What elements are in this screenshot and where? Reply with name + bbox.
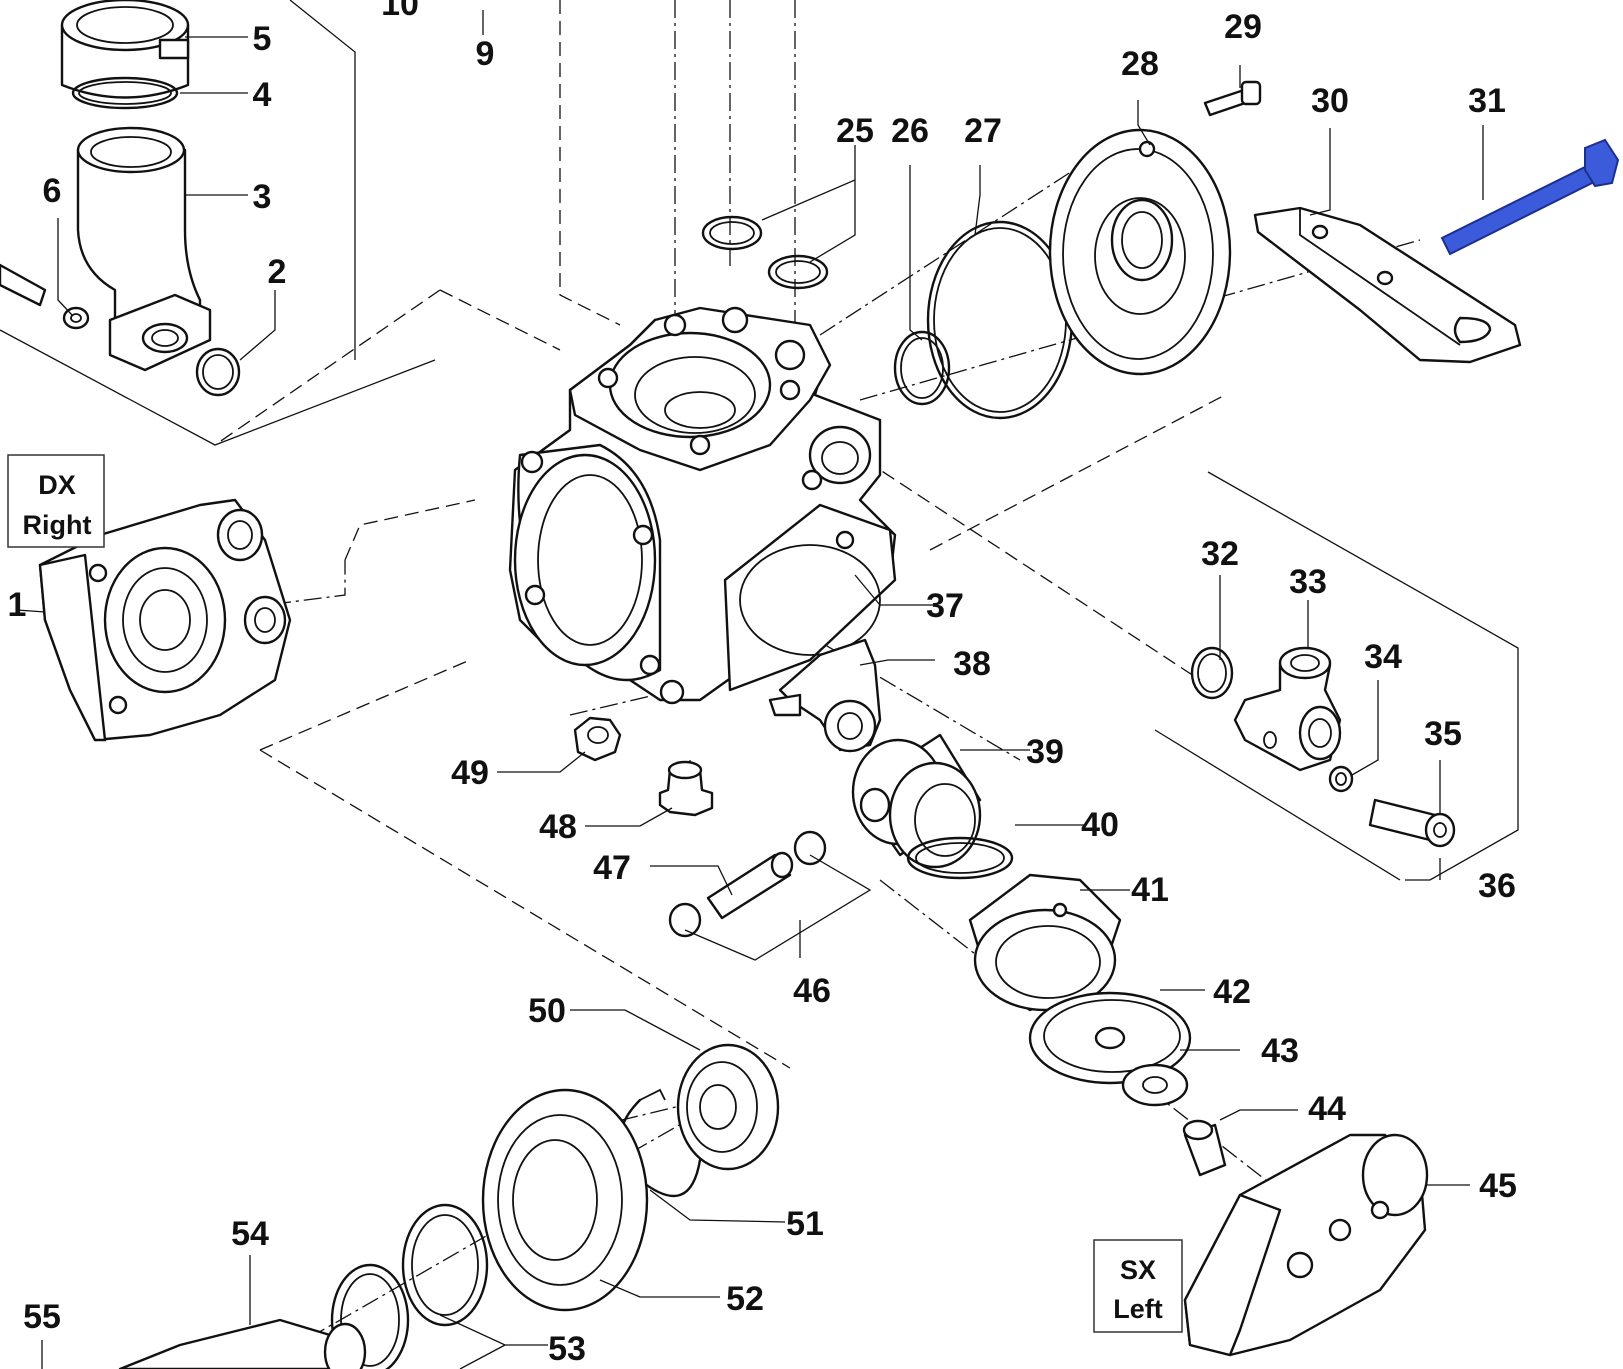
part-38-connecting-rod [768,638,882,753]
label-29: 29 [1224,8,1262,46]
label-3: 3 [253,178,272,216]
part-43-washer [1121,1063,1189,1107]
right-label: Right [23,510,92,540]
label-39: 39 [1026,733,1064,771]
label-41: 41 [1131,871,1169,909]
label-25: 25 [836,112,874,150]
label-27: 27 [964,112,1002,150]
label-30: 30 [1311,82,1349,120]
left-label: Left [1113,1294,1163,1324]
label-47: 47 [593,849,631,887]
label-37: 37 [926,587,964,625]
part-32-o-ring [1190,646,1234,700]
label-31: 31 [1468,82,1506,120]
label-26: 26 [891,112,929,150]
part-41-sleeve [968,873,1122,1012]
part-46-clips [668,830,827,938]
label-1: 1 [8,586,27,624]
label-49: 49 [451,754,489,792]
left-bolt [0,263,47,307]
part-35-screw [1368,798,1456,848]
part-47-pin [706,851,794,920]
leader-lines [16,10,1484,1369]
part-34-washer [1328,765,1354,793]
label-48: 48 [539,808,577,846]
part-54-shaft [118,1318,367,1369]
part-31-bolt-highlighted [1440,138,1620,256]
part-45-left-cover [1183,1133,1429,1357]
part-28-cover [1048,128,1232,376]
label-28: 28 [1121,45,1159,83]
part-4-o-ring [71,76,179,110]
part-48-plug [658,760,714,817]
part-52-bearing [481,1088,649,1312]
label-45: 45 [1479,1167,1517,1205]
label-5: 5 [253,20,272,58]
sx-label: SX [1120,1255,1156,1285]
sx-left-box: SX Left [1093,1239,1183,1333]
label-2: 2 [268,253,287,291]
part-25-o-rings [701,215,829,290]
part-44-screw [1182,1119,1227,1177]
label-42: 42 [1213,973,1251,1011]
label-32: 32 [1201,535,1239,573]
label-34: 34 [1364,638,1402,676]
part-3-funnel [76,126,212,372]
label-51: 51 [786,1205,824,1243]
label-53: 53 [548,1330,586,1368]
part-number-labels: 1 2 3 4 5 6 9 10 25 26 27 28 29 30 31 32… [8,0,1517,1368]
label-35: 35 [1424,715,1462,753]
dx-right-box: DX Right [7,454,105,548]
label-9: 9 [476,35,495,73]
part-29-screw [1203,80,1262,117]
dx-label: DX [38,470,76,500]
label-6: 6 [43,172,62,210]
label-4: 4 [253,76,272,114]
part-5-cap [60,0,190,99]
label-44: 44 [1308,1090,1346,1128]
part-26-o-ring [893,330,951,406]
part-39-piston [851,733,982,869]
label-10: 10 [381,0,419,23]
label-46: 46 [793,972,831,1010]
part-30-bracket [1253,206,1522,364]
part-2-o-ring [195,347,241,397]
label-55: 55 [23,1298,61,1336]
part-49-nut [573,716,622,762]
part-53-seals [330,1203,489,1369]
pump-body [508,306,897,705]
part-50-bearing [676,1043,780,1171]
part-1-right-cover [38,498,292,742]
label-40: 40 [1081,806,1119,844]
label-36: 36 [1478,867,1516,905]
part-42-plate [1028,991,1192,1085]
label-50: 50 [528,992,566,1030]
part-6-washer [62,306,90,330]
part-40-ring [906,836,1014,880]
label-38: 38 [953,645,991,683]
label-52: 52 [726,1280,764,1318]
label-43: 43 [1261,1032,1299,1070]
part-33-fitting [1233,646,1342,772]
label-33: 33 [1289,563,1327,601]
label-54: 54 [231,1215,269,1253]
